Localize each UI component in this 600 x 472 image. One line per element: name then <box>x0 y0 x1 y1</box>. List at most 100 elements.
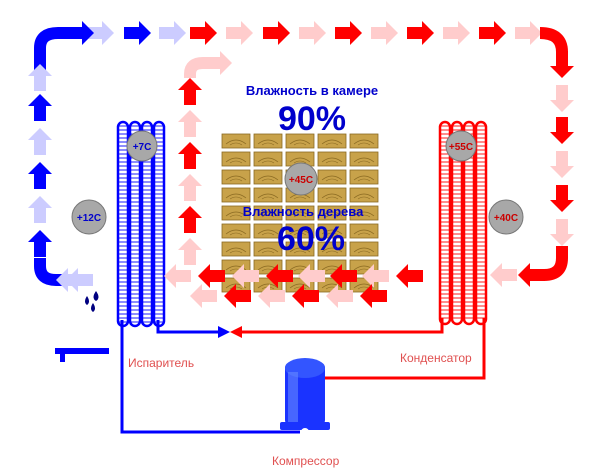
wood-board <box>317 169 347 185</box>
airflow-arrow-icon <box>190 21 217 45</box>
condenser-liquid-pipe <box>240 318 444 334</box>
condensate-drain <box>55 291 109 362</box>
wood-board <box>253 133 283 149</box>
airflow-arrow-icon <box>224 284 251 308</box>
wood-board <box>253 169 283 185</box>
airflow-arrow-icon <box>178 78 202 105</box>
airflow-arrow-icon <box>479 21 506 45</box>
airflow-arrow-icon <box>550 151 574 178</box>
wood-board <box>253 151 283 167</box>
temp-return-air: +12C <box>77 213 101 224</box>
temp-condenser: +55C <box>449 142 473 153</box>
wood-board <box>285 151 315 167</box>
airflow-arrow-icon <box>263 21 290 45</box>
wood-board <box>253 223 283 239</box>
evaporator-label: Испаритель <box>128 356 194 370</box>
airflow-arrow-icon <box>56 268 83 292</box>
wood-humidity-label: Влажность дерева <box>243 204 364 219</box>
sensor-wood-stack: +45C <box>284 162 318 196</box>
airflow-arrow-icon <box>159 21 186 45</box>
airflow-arrow-icon <box>490 263 517 287</box>
airflow-arrow-icon <box>330 264 357 288</box>
temp-evaporator: +7C <box>133 142 152 153</box>
wood-board <box>221 223 251 239</box>
sensor-supply-air: +40C <box>488 199 524 235</box>
wood-board <box>349 205 379 221</box>
airflow-arrow-icon <box>190 284 217 308</box>
wood-humidity-value: 60% <box>277 220 345 258</box>
coil-tube <box>438 120 452 326</box>
wood-board <box>349 241 379 257</box>
airflow-arrow-icon <box>550 51 574 78</box>
airflow-arrows <box>28 21 574 308</box>
temp-wood-stack: +45C <box>289 175 313 186</box>
coil-tube <box>128 120 142 328</box>
airflow-arrow-icon <box>28 64 52 91</box>
suction-pipe <box>120 320 300 434</box>
airflow-arrow-icon <box>360 284 387 308</box>
chamber-humidity-value: 90% <box>278 100 346 138</box>
coil-tube <box>140 120 154 328</box>
wood-board <box>285 241 315 257</box>
wood-board <box>221 187 251 203</box>
airflow-arrow-icon <box>292 284 319 308</box>
airflow-arrow-icon <box>407 21 434 45</box>
discharge-pipe <box>318 318 486 380</box>
airflow-arrow-icon <box>550 185 574 212</box>
airflow-arrow-icon <box>164 264 191 288</box>
airflow-arrow-icon <box>298 264 325 288</box>
wood-board <box>349 187 379 203</box>
drain-tray <box>55 348 109 354</box>
airflow-arrow-icon <box>226 21 253 45</box>
airflow-elbow <box>34 258 68 286</box>
compressor <box>280 358 330 436</box>
wood-board <box>253 205 283 221</box>
wood-board <box>317 205 347 221</box>
wood-board <box>253 241 283 257</box>
wood-board <box>285 205 315 221</box>
wood-board <box>285 133 315 149</box>
airflow-elbow <box>34 27 74 78</box>
coil-tube <box>474 120 488 326</box>
sensor-condenser: +55C <box>445 130 477 162</box>
airflow-arrow-icon <box>87 21 114 45</box>
airflow-arrow-icon <box>28 128 52 155</box>
coil-tube <box>152 120 166 328</box>
coil-tube <box>116 120 130 328</box>
airflow-arrow-icon <box>443 21 470 45</box>
airflow-arrow-icon <box>28 196 52 223</box>
compressor-label: Компрессор <box>272 454 340 468</box>
wood-board <box>317 241 347 257</box>
airflow-arrow-icon <box>28 94 52 121</box>
wood-board <box>317 133 347 149</box>
airflow-arrow-icon <box>28 162 52 189</box>
airflow-arrow-icon <box>178 110 202 137</box>
wood-board <box>221 133 251 149</box>
temp-supply-air: +40C <box>494 213 518 224</box>
airflow-arrow-icon <box>550 85 574 112</box>
airflow-arrow-icon <box>232 264 259 288</box>
airflow-arrow-icon <box>258 284 285 308</box>
wood-board <box>253 187 283 203</box>
airflow-arrow-icon <box>362 264 389 288</box>
airflow-arrow-icon <box>205 51 232 75</box>
airflow-arrow-icon <box>299 21 326 45</box>
airflow-arrow-icon <box>335 21 362 45</box>
sensor-evaporator: +7C <box>126 130 158 162</box>
airflow-arrow-icon <box>396 264 423 288</box>
airflow-arrow-icon <box>124 21 151 45</box>
wood-board <box>285 223 315 239</box>
airflow-arrow-icon <box>28 230 52 257</box>
airflow-arrow-icon <box>178 142 202 169</box>
evaporator-outlet-pipe <box>156 320 220 334</box>
airflow-arrow-icon <box>178 174 202 201</box>
water-drop-icon <box>85 296 89 305</box>
sensor-return-air: +12C <box>71 199 107 235</box>
chamber-humidity-label: Влажность в камере <box>246 83 378 98</box>
evaporator-coil <box>116 120 166 328</box>
wood-board <box>221 151 251 167</box>
coil-tube <box>462 120 476 326</box>
airflow-arrow-icon <box>550 219 574 246</box>
airflow-arrow-icon <box>371 21 398 45</box>
